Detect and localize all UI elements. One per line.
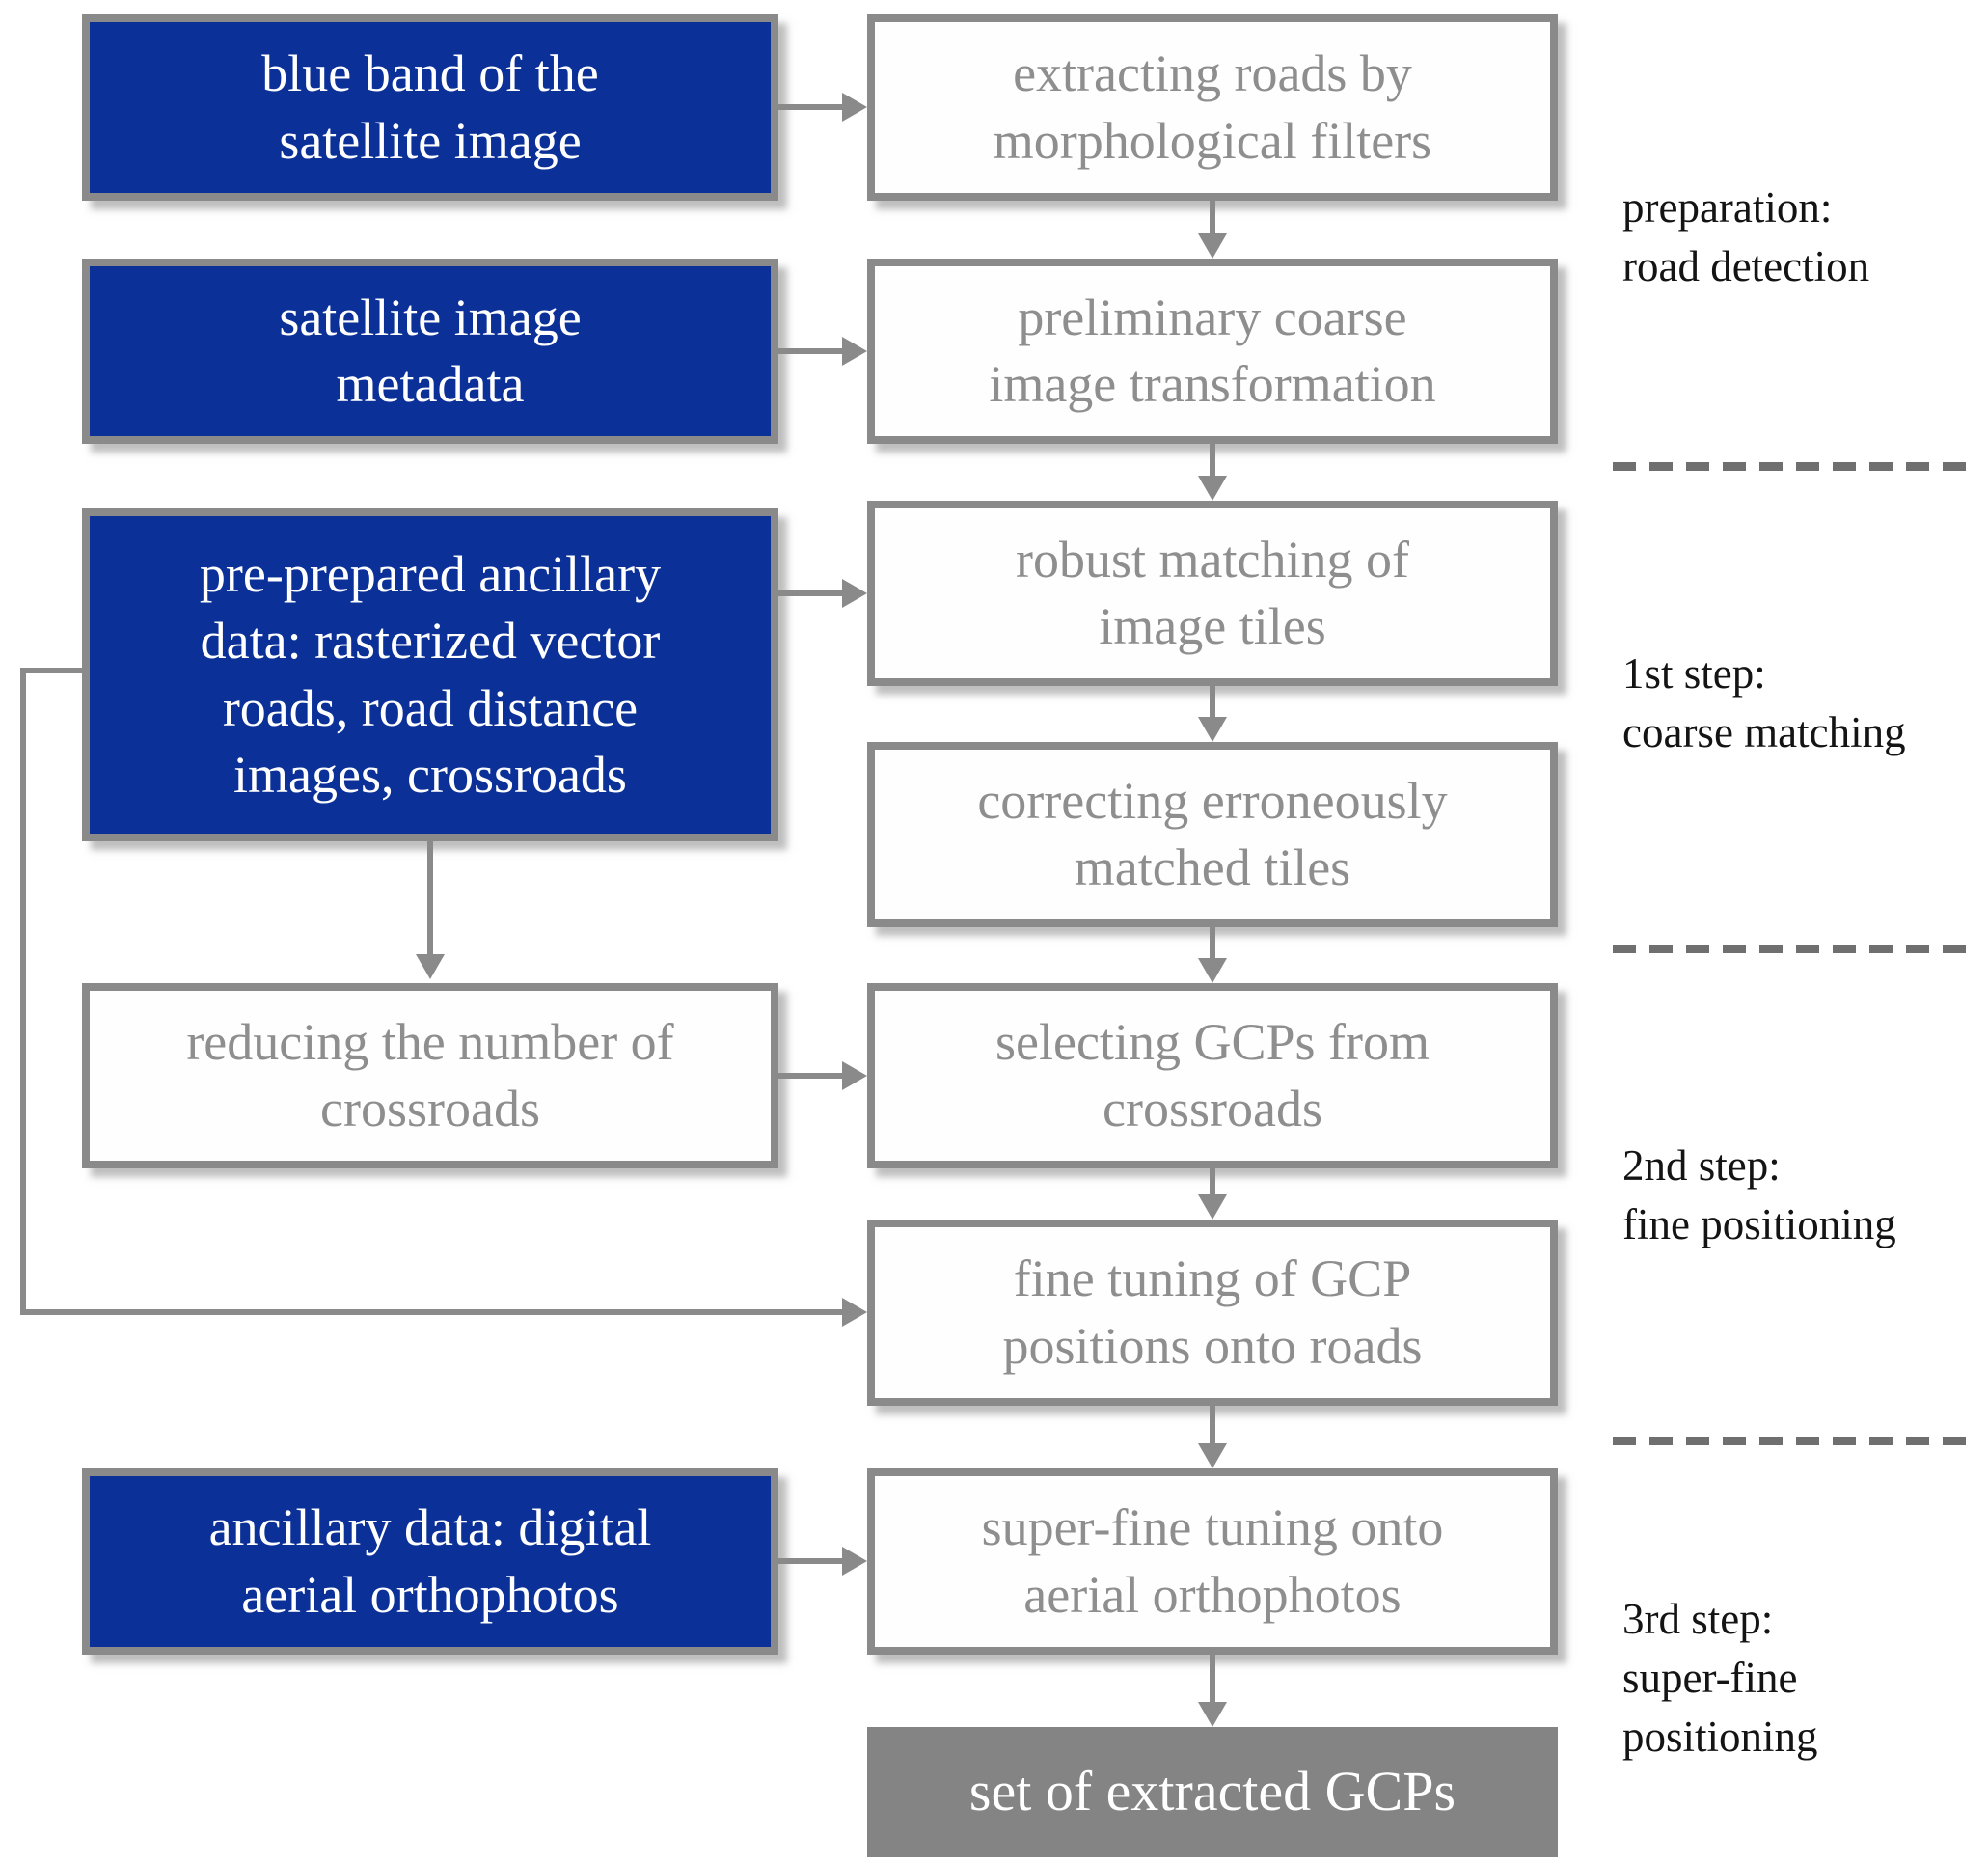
- input-satellite-metadata-box: satellite image metadata: [82, 259, 778, 444]
- input-blue-band-box: blue band of the satellite image: [82, 14, 778, 201]
- process-preliminary-transformation-box: preliminary coarse image transformation: [867, 259, 1558, 444]
- process-robust-matching-box: robust matching of image tiles: [867, 501, 1558, 686]
- phase-separator-dashed-line: [1613, 1437, 1974, 1445]
- process-selecting-gcps-box: selecting GCPs from crossroads: [867, 983, 1558, 1168]
- process-correcting-tiles-box: correcting erroneously matched tiles: [867, 742, 1558, 927]
- process-reducing-crossroads-box: reducing the number of crossroads: [82, 983, 778, 1168]
- phase-label-step1: 1st step: coarse matching: [1622, 649, 1906, 757]
- process-super-fine-tuning-box: super-fine tuning onto aerial orthophoto…: [867, 1468, 1558, 1655]
- phase-label-preparation: preparation: road detection: [1622, 183, 1870, 291]
- input-prepared-ancillary-data-box: pre-prepared ancillary data: rasterized …: [82, 508, 778, 841]
- process-fine-tuning-box: fine tuning of GCP positions onto roads: [867, 1220, 1558, 1406]
- process-extracting-roads-box: extracting roads by morphological filter…: [867, 14, 1558, 201]
- phase-separator-dashed-line: [1613, 462, 1974, 471]
- output-extracted-gcps-box: set of extracted GCPs: [867, 1727, 1558, 1857]
- phase-separator-dashed-line: [1613, 945, 1974, 953]
- input-aerial-orthophotos-box: ancillary data: digital aerial orthophot…: [82, 1468, 778, 1655]
- phase-label-step2: 2nd step: fine positioning: [1622, 1141, 1896, 1249]
- phase-label-step3: 3rd step: super-fine positioning: [1622, 1595, 1818, 1762]
